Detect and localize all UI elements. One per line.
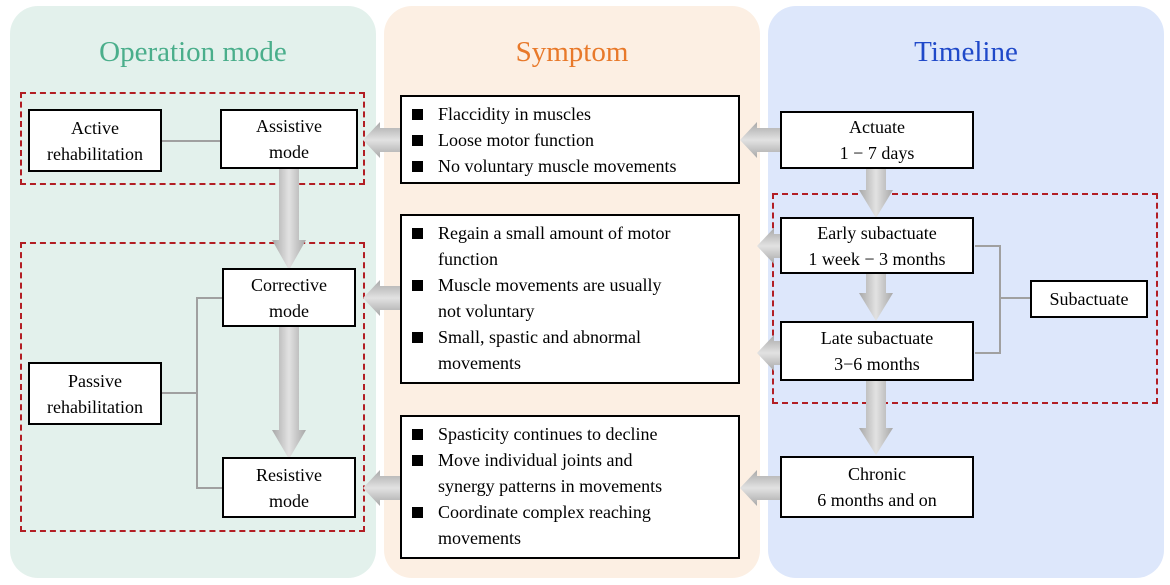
symptom-item: Spasticity continues to decline: [412, 421, 732, 447]
symptom-item: Flaccidity in muscles: [412, 101, 732, 127]
arrow-symptom-to-corrective: [363, 280, 400, 316]
operation-mode-title: Operation mode: [99, 36, 287, 68]
arrow-actuate-to-symptom: [740, 122, 789, 158]
arrow-chronic-to-symptom: [740, 470, 789, 506]
arrow-late-to-chronic: [859, 381, 893, 455]
symptom-box-acute: Flaccidity in muscles Loose motor functi…: [400, 95, 740, 184]
arrow-symptom-to-resistive: [363, 470, 400, 506]
active-group-outline: [20, 92, 365, 185]
arrow-assistive-to-corrective: [272, 169, 306, 270]
subactuate-group-outline: [772, 193, 1158, 404]
arrow-corrective-to-resistive: [272, 327, 306, 459]
symptom-item: Loose motor function: [412, 127, 732, 153]
arrow-symptom-to-assistive: [363, 122, 400, 158]
timeline-title: Timeline: [914, 36, 1018, 68]
subactuate-bracket-link: [975, 245, 1001, 354]
arrow-early-to-late: [859, 274, 893, 321]
passive-corrective-link: [196, 297, 222, 489]
symptom-title: Symptom: [515, 36, 629, 68]
subactuate-box: Subactuate: [1030, 280, 1148, 318]
arrow-actuate-to-early: [859, 169, 893, 218]
symptom-item: No voluntary muscle movements: [412, 153, 732, 179]
symptom-box-chronic: Spasticity continues to decline Move ind…: [400, 415, 740, 559]
passive-group-outline: [20, 242, 365, 532]
